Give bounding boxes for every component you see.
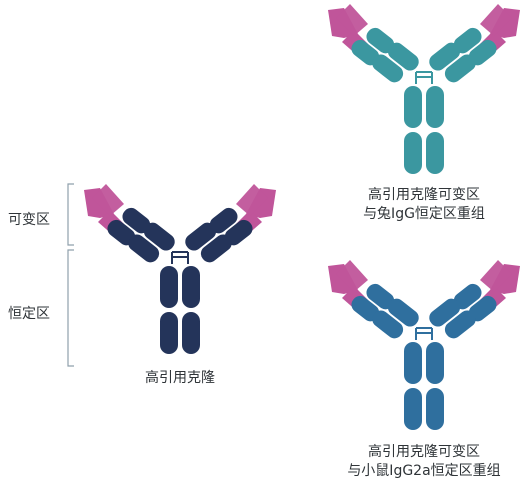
mouse-caption-line1: 高引用克隆可变区: [368, 444, 480, 460]
rabbit-caption-line2: 与兔IgG恒定区重组: [363, 206, 485, 222]
mouse-antibody: [328, 260, 520, 430]
hinge: [415, 71, 433, 84]
variable-region-label: 可变区: [8, 212, 50, 228]
mouse-caption-line2: 与小鼠IgG2a恒定区重组: [347, 463, 501, 479]
right-arm: [429, 260, 520, 339]
hinge: [415, 327, 433, 340]
right-arm: [429, 4, 520, 83]
stem: [160, 266, 200, 354]
right-arm: [185, 184, 276, 263]
variable-region-bracket: [67, 183, 74, 246]
constant-region-bracket: [67, 249, 74, 367]
left-arm: [328, 260, 419, 339]
constant-region-label: 恒定区: [8, 306, 50, 322]
original-clone-caption: 高引用克隆: [145, 370, 215, 386]
region-bracket: [67, 183, 74, 367]
rabbit-caption-line1: 高引用克隆可变区: [368, 187, 480, 203]
left-arm: [328, 4, 419, 83]
left-arm: [84, 184, 175, 263]
rabbit-antibody: [328, 4, 520, 174]
stem: [404, 86, 444, 174]
hinge: [171, 251, 189, 264]
original-antibody: [84, 184, 276, 354]
stem: [404, 342, 444, 430]
